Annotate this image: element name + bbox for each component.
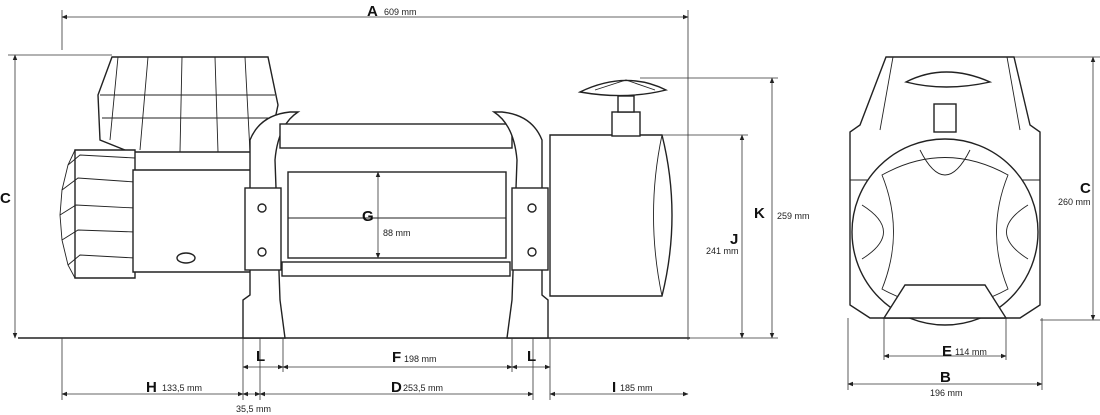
dim-L-right-letter: L [527,348,536,365]
dim-G-letter: G [362,208,374,225]
dim-A-value: 609 mm [384,7,417,17]
gear-housing [97,56,279,153]
dim-E-letter: E [942,343,952,360]
dim-H-letter: H [146,379,157,396]
dim-C-right-letter: C [1080,180,1091,197]
dim-H-value: 133,5 mm [162,383,202,393]
left-motor-cylinder [132,169,256,273]
front-dimension-lines [847,56,1100,390]
dim-L-left-letter: L [256,348,265,365]
dim-F-value: 198 mm [404,354,437,364]
dim-A-letter: A [367,3,378,20]
front-view [849,56,1041,326]
finned-motor-end [59,149,136,279]
dim-J-value: 241 mm [706,246,739,256]
dim-E-value: 114 mm [955,347,987,357]
dim-D-letter: D [391,379,402,396]
dim-K-letter: K [754,205,765,222]
dimension-labels: A 609 mm C G 88 mm K 259 mm J 241 mm L F… [0,3,1091,414]
dim-J-letter: J [730,231,738,248]
right-motor [549,79,673,297]
left-end-bracket [242,111,301,339]
dim-G-value: 88 mm [383,228,411,238]
side-view [18,56,690,339]
dim-D-value: 253,5 mm [403,383,443,393]
dim-I-letter: I [612,379,616,396]
dim-I-value: 185 mm [620,383,653,393]
dim-C-left-letter: C [0,190,11,207]
dim-B-value: 196 mm [930,388,963,398]
dim-F-letter: F [392,349,401,366]
drum [279,123,513,277]
dim-B-letter: B [940,369,951,386]
dim-35-value: 35,5 mm [236,404,271,414]
dim-C-right-value: 260 mm [1058,197,1091,207]
side-dimension-lines [8,10,778,400]
dim-K-value: 259 mm [777,211,810,221]
front-gear-circle [851,138,1039,326]
right-end-bracket [491,111,549,339]
